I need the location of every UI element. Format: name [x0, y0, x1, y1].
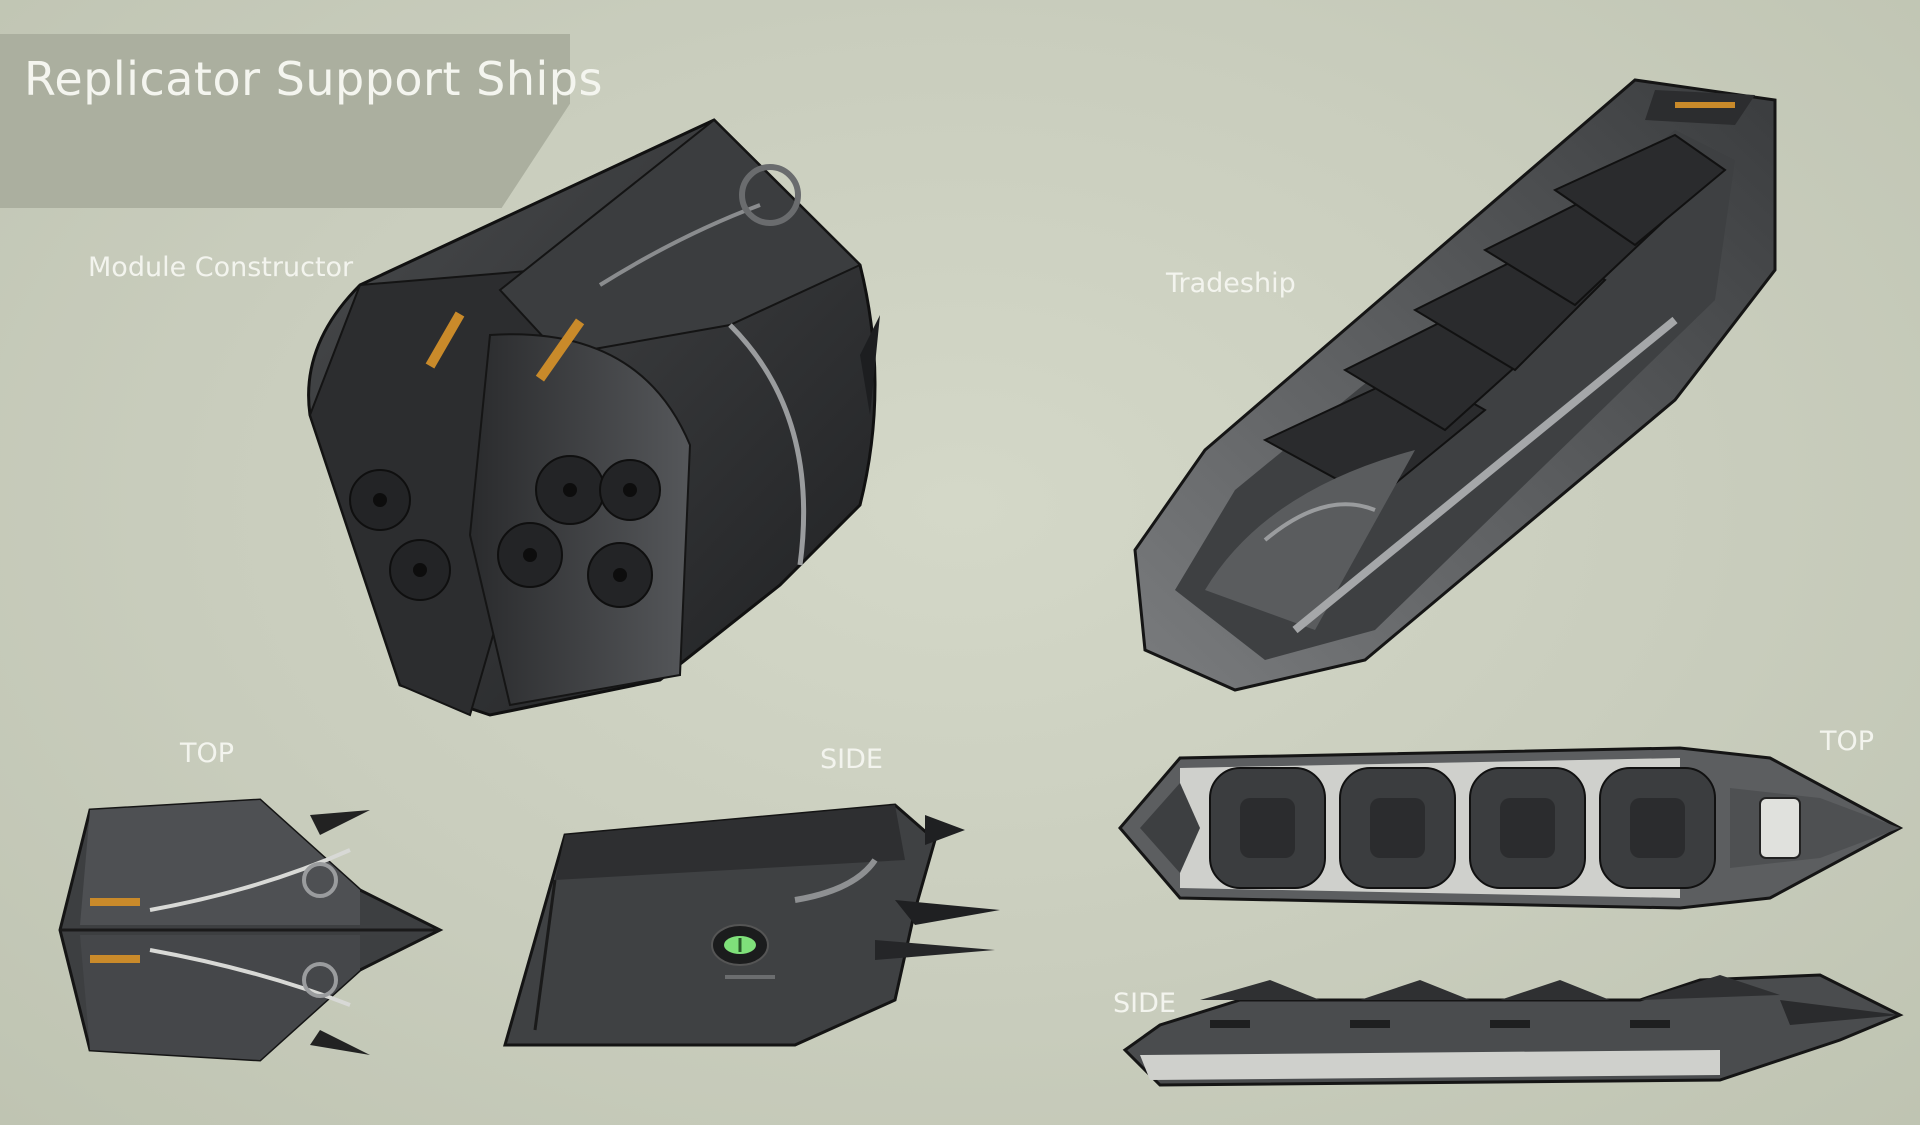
tradeship-perspective-render [1133, 78, 1777, 692]
tradeship-side-render [1122, 973, 1904, 1087]
tradeship-side-label: SIDE [1113, 988, 1176, 1019]
module-constructor-side-label: SIDE [820, 744, 883, 775]
page-title: Replicator Support Ships [24, 52, 603, 106]
module-constructor-label: Module Constructor [88, 252, 354, 283]
module-constructor-top-render [58, 798, 444, 1062]
module-constructor-side-render [503, 803, 1000, 1047]
module-constructor-perspective-render [307, 118, 880, 717]
tradeship-label: Tradeship [1166, 268, 1296, 299]
title-banner [0, 34, 570, 208]
module-constructor-top-label: TOP [180, 738, 235, 769]
tradeship-top-render [1118, 746, 1904, 910]
tradeship-top-label: TOP [1820, 726, 1875, 757]
